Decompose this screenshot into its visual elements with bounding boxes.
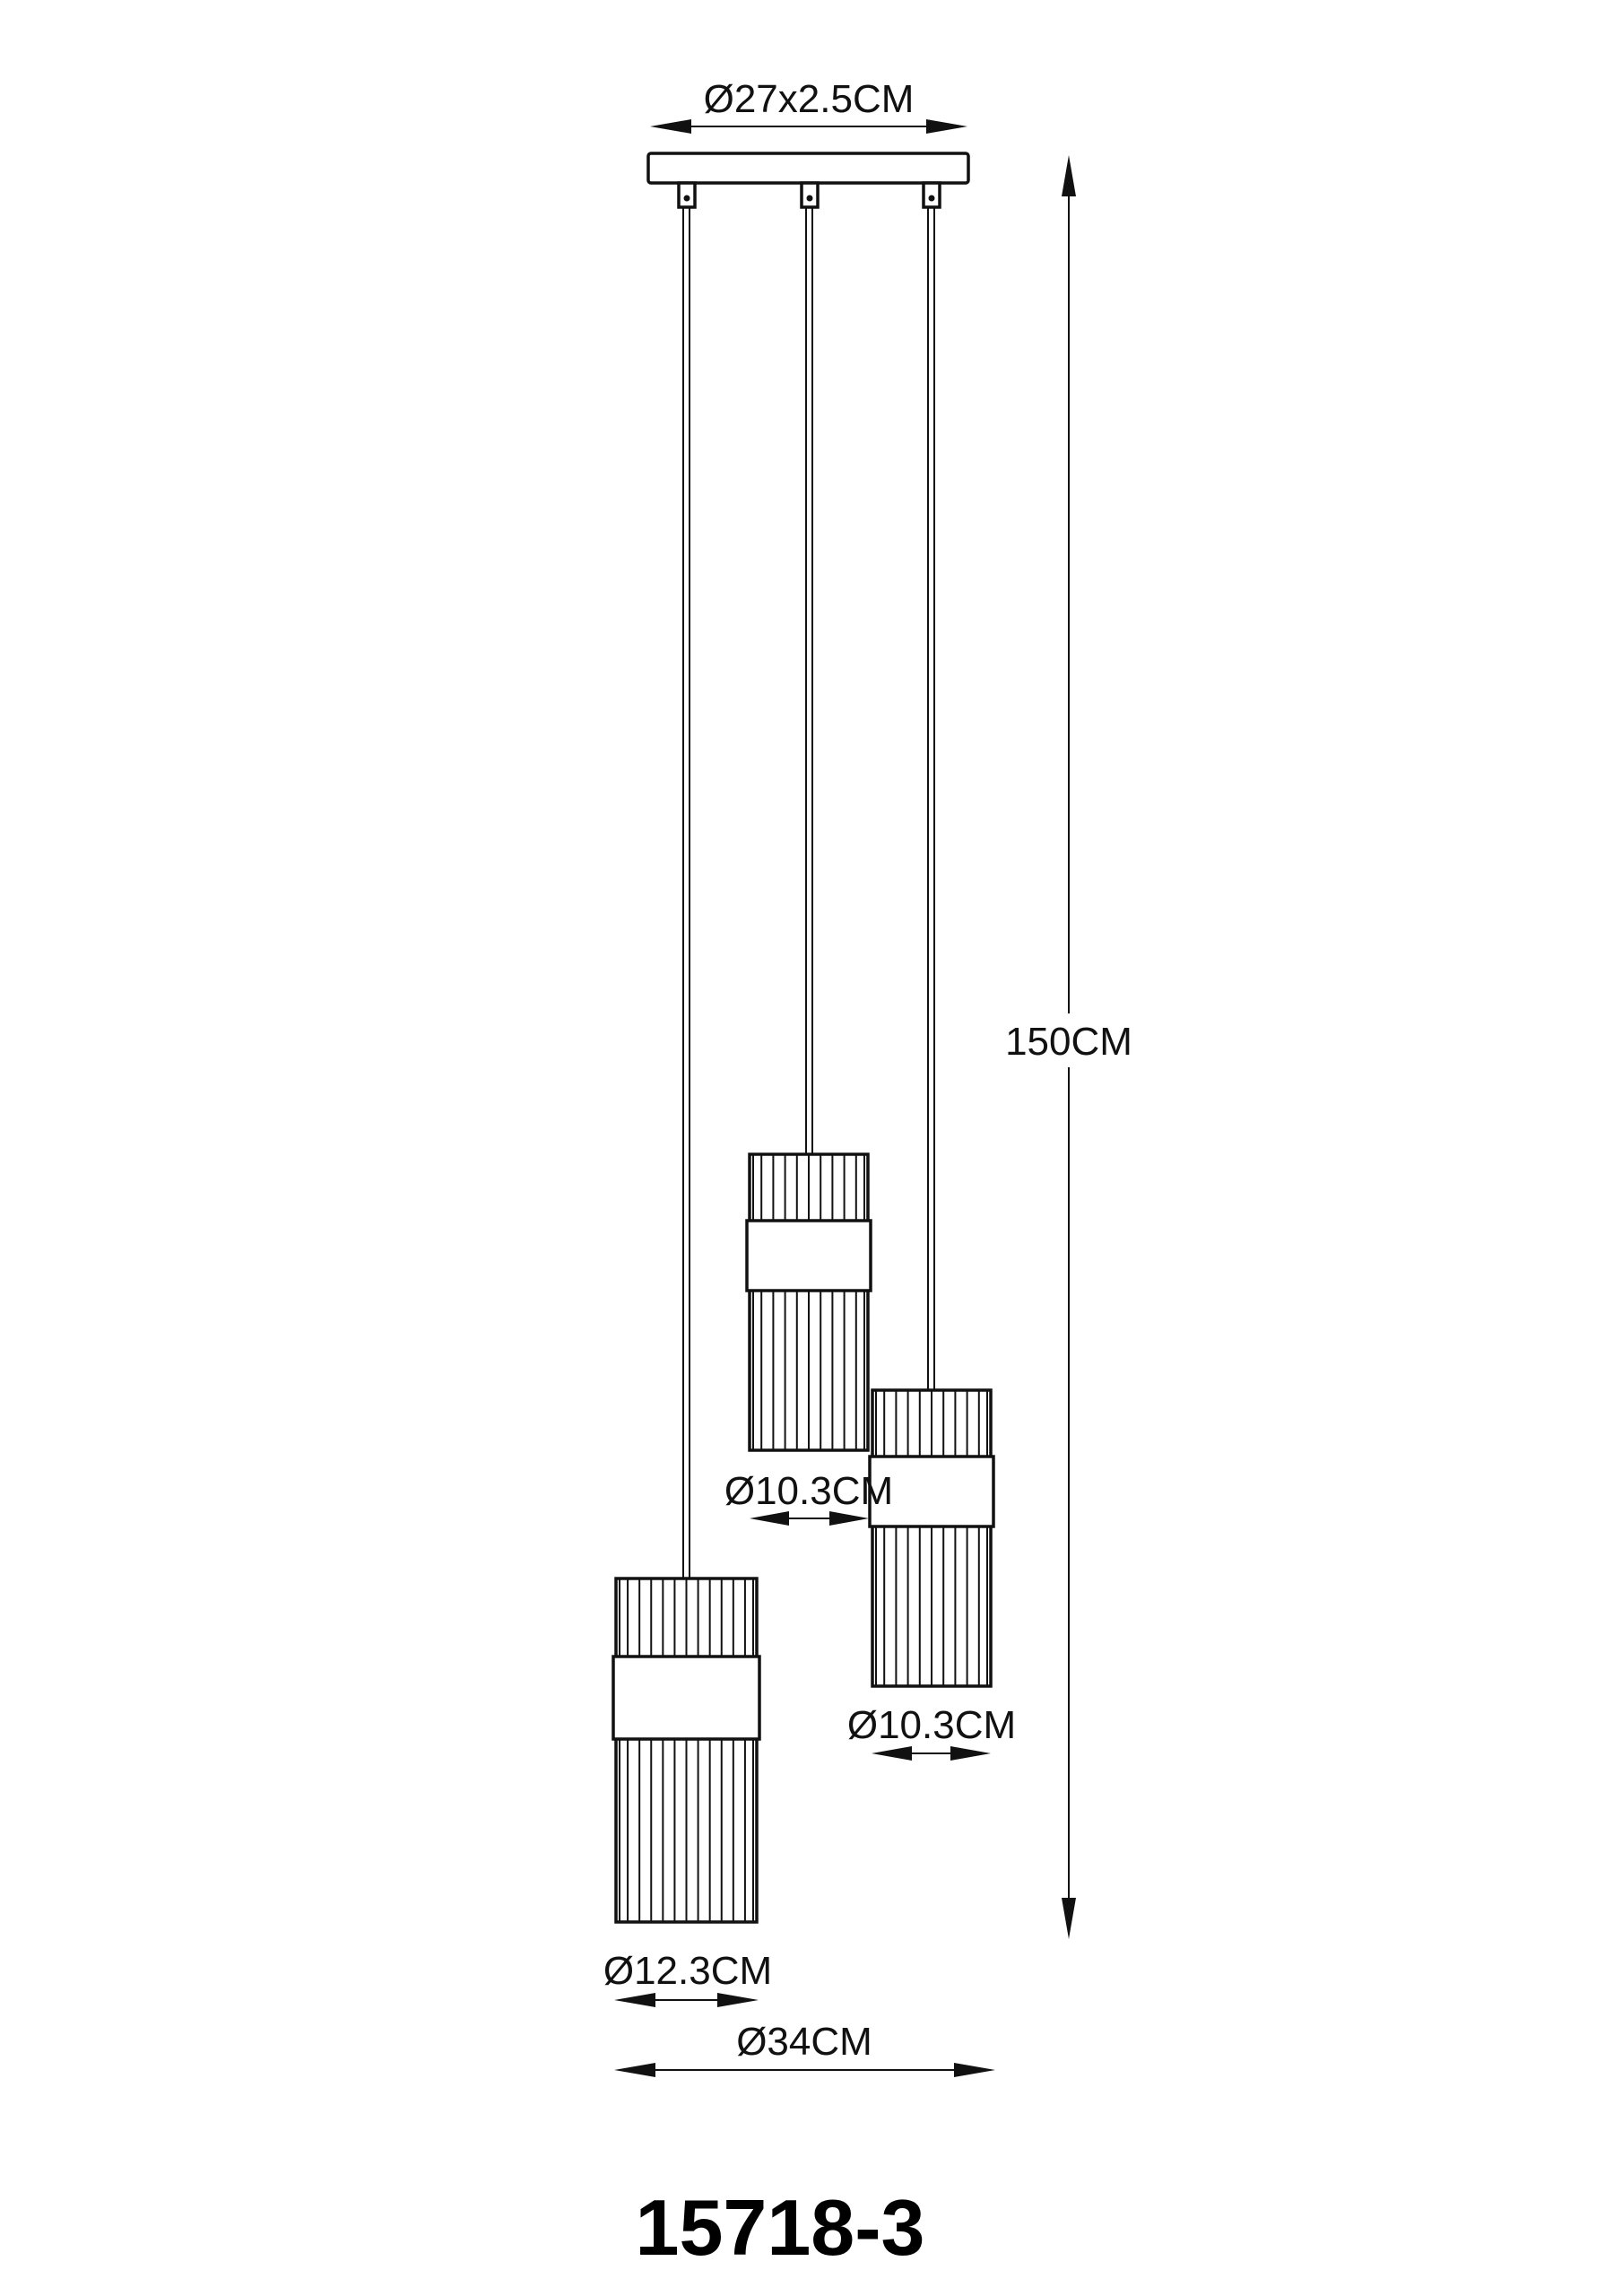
shade-band: [868, 1455, 995, 1528]
middle-shade-dimension: Ø10.3CM: [724, 1469, 893, 1526]
canopy-dimension-label: Ø27x2.5CM: [704, 77, 915, 121]
canopy-dimension: Ø27x2.5CM: [650, 77, 967, 134]
arrow-right-icon: [829, 1511, 869, 1526]
arrow-left-icon: [614, 2063, 655, 2077]
overall-width-dimension-label: Ø34CM: [736, 2020, 872, 2064]
cord-right: [927, 207, 935, 1390]
height-dimension: 150CM: [1005, 155, 1132, 1939]
arrow-left-icon: [750, 1511, 789, 1526]
bracket-middle: [800, 181, 820, 209]
height-dimension-label: 150CM: [1005, 1020, 1132, 1064]
cord-left: [682, 207, 690, 1578]
cord-brackets: [677, 181, 941, 209]
arrow-left-icon: [614, 1993, 655, 2007]
right-shade-dimension: Ø10.3CM: [847, 1703, 1016, 1761]
middle-shade-dimension-label: Ø10.3CM: [724, 1469, 893, 1513]
bracket-left: [677, 181, 697, 209]
arrow-right-icon: [717, 1993, 759, 2007]
pendant-shade-right: [868, 1388, 995, 1688]
pendant-shade-left: [612, 1577, 761, 1924]
arrow-right-icon: [950, 1746, 991, 1761]
bracket-right: [922, 181, 941, 209]
right-shade-dimension-label: Ø10.3CM: [847, 1703, 1016, 1747]
arrow-left-icon: [650, 119, 691, 134]
overall-width-dimension: Ø34CM: [614, 2020, 995, 2077]
arrow-down-icon: [1062, 1898, 1076, 1939]
arrow-left-icon: [872, 1746, 912, 1761]
arrow-right-icon: [926, 119, 967, 134]
model-number: 15718-3: [636, 2183, 925, 2272]
left-shade-dimension-label: Ø12.3CM: [603, 1949, 772, 1993]
arrow-up-icon: [1062, 155, 1076, 196]
shade-band: [612, 1655, 761, 1741]
suspension-cords: [682, 207, 935, 1578]
arrow-right-icon: [954, 2063, 995, 2077]
shade-band: [745, 1219, 872, 1292]
pendant-shade-middle: [745, 1152, 872, 1452]
canopy: [646, 152, 970, 185]
cord-middle: [805, 207, 813, 1154]
left-shade-dimension: Ø12.3CM: [603, 1949, 772, 2007]
